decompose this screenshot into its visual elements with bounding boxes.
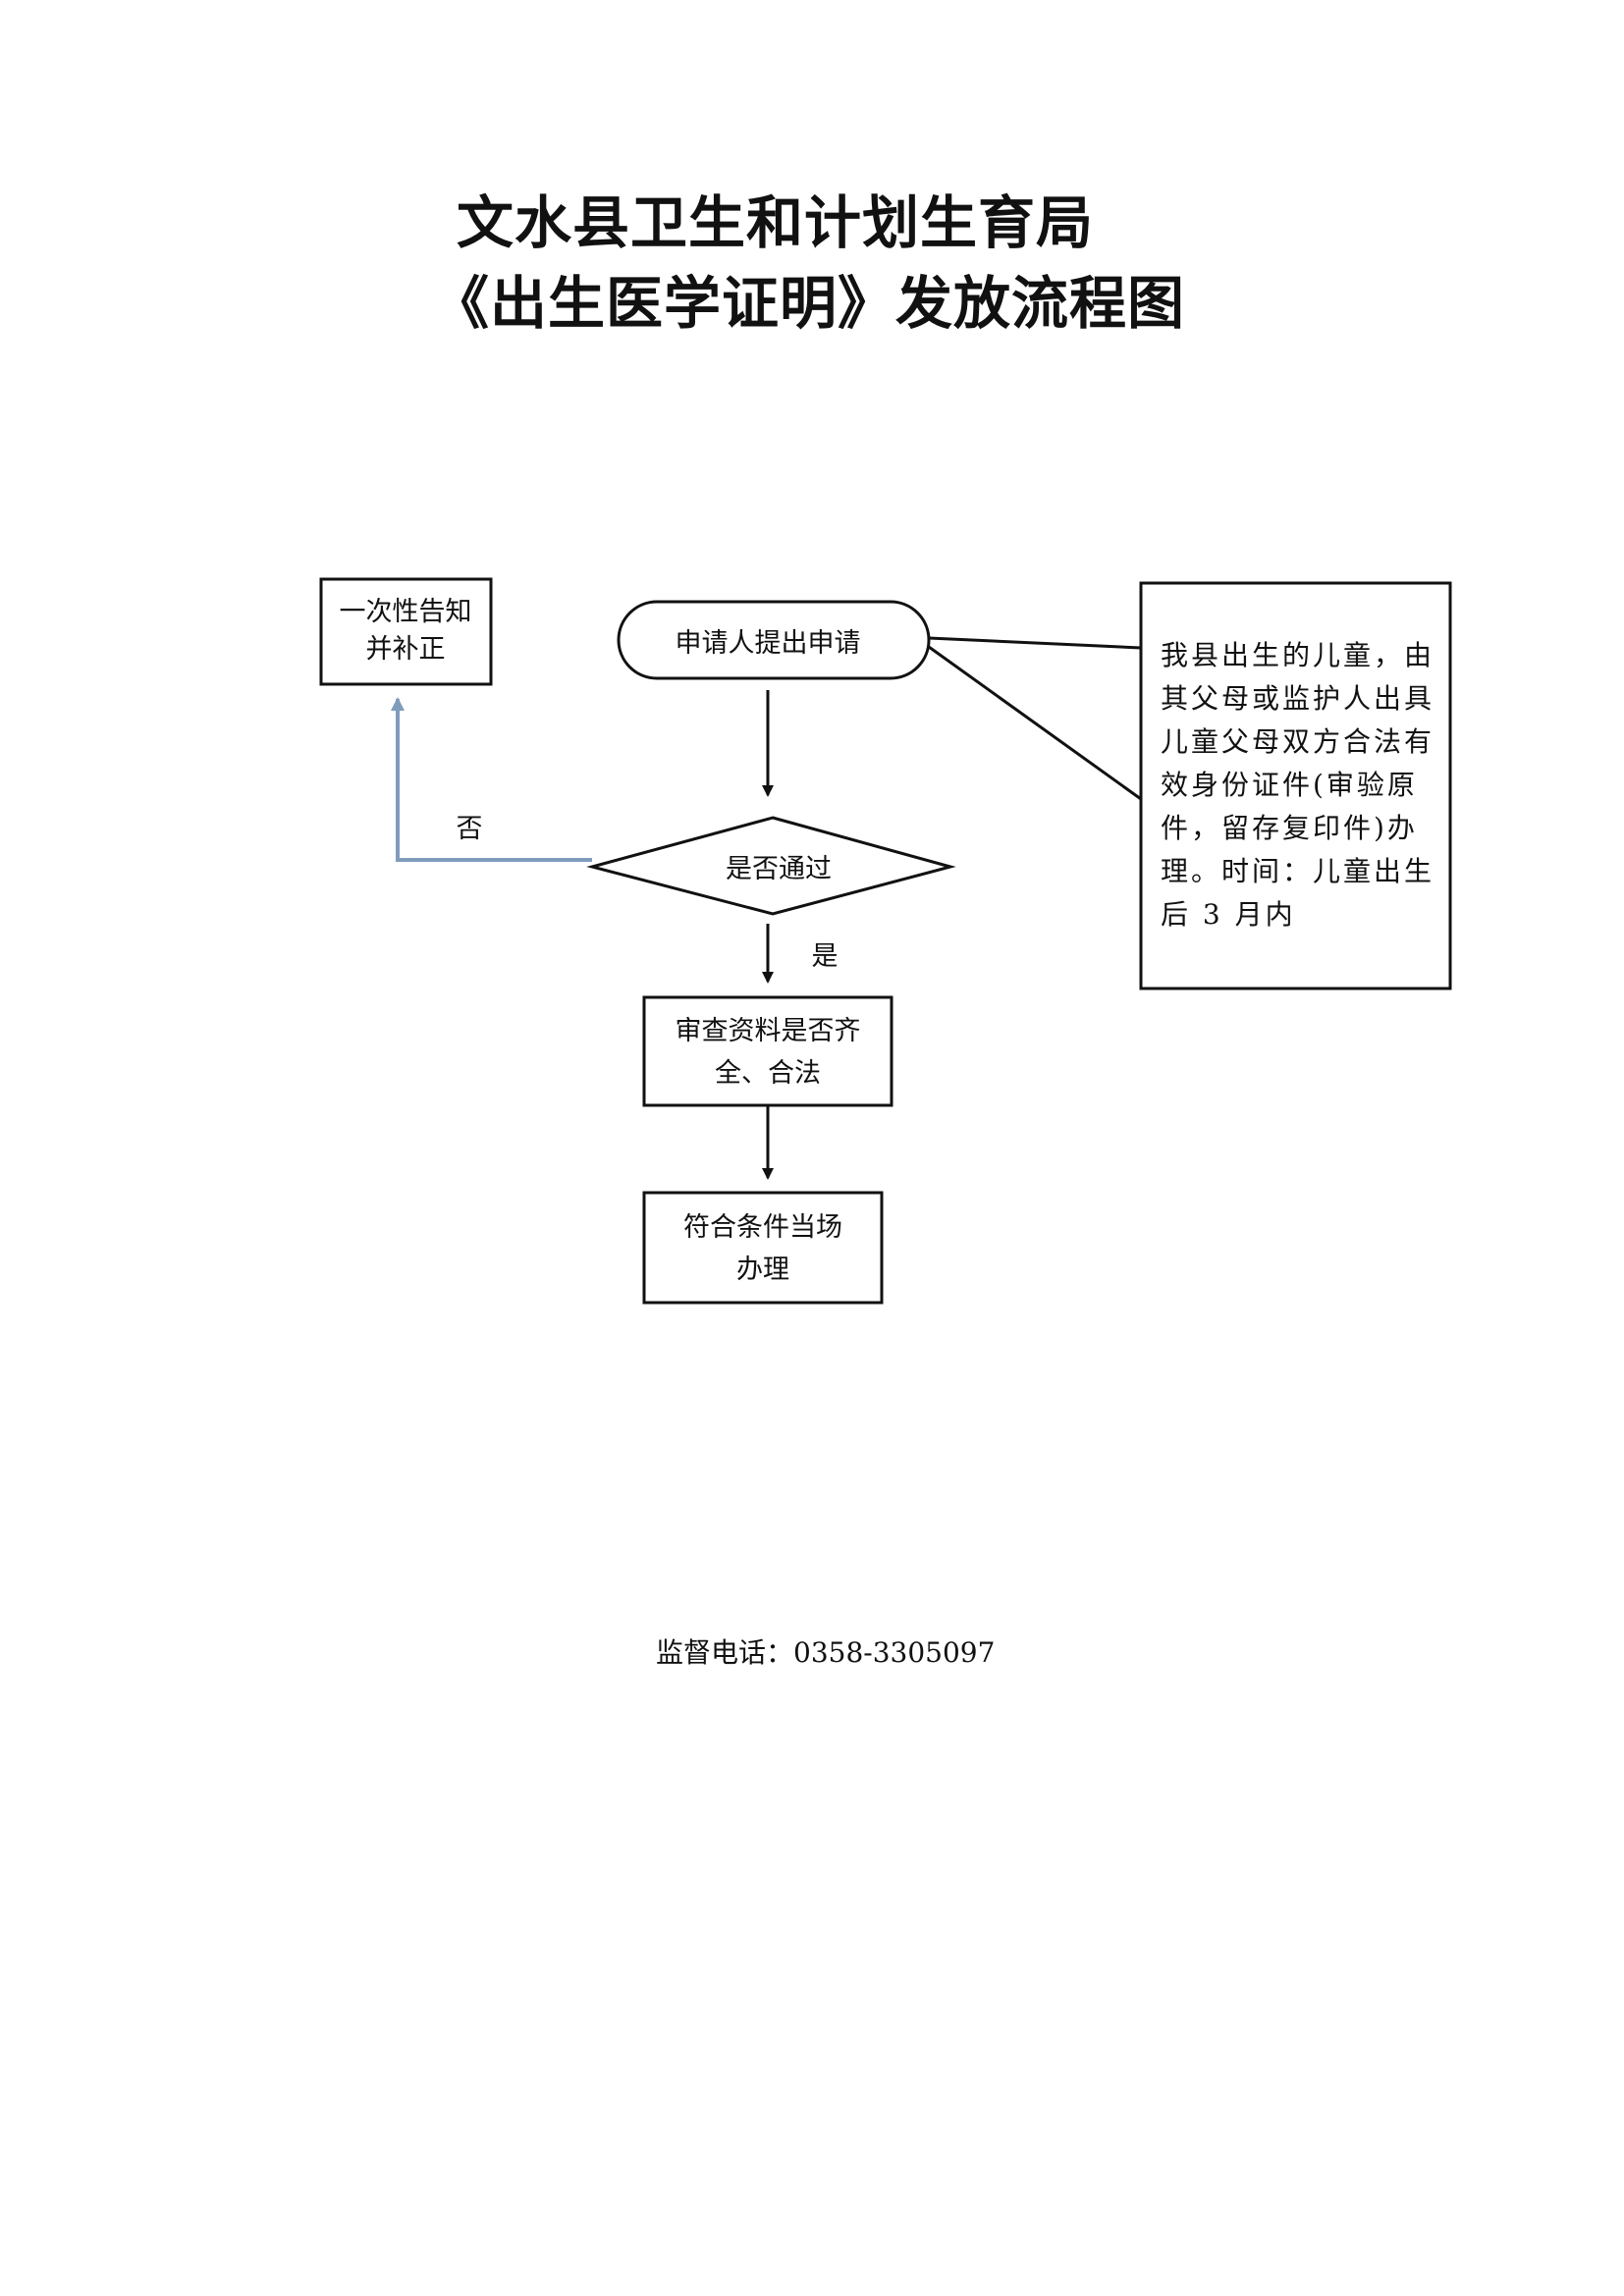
reject-text-2: 并补正 xyxy=(366,634,446,665)
decision-text: 是否通过 xyxy=(726,854,832,884)
arrow-decision-to-reject xyxy=(391,697,592,862)
review-text-1: 审查资料是否齐 xyxy=(676,1016,861,1046)
done-text-2: 办理 xyxy=(736,1255,789,1285)
no-label: 否 xyxy=(457,814,483,844)
note-line: 件，留存复印件)办 xyxy=(1161,812,1418,844)
note-line: 后 3 月内 xyxy=(1161,898,1296,931)
title-line-1: 文水县卫生和计划生育局 xyxy=(457,189,1095,256)
done-text-1: 符合条件当场 xyxy=(683,1212,842,1243)
reject-box xyxy=(319,577,493,686)
reject-text-1: 一次性告知 xyxy=(340,597,472,627)
decision-diamond xyxy=(586,816,956,916)
note-box xyxy=(1139,581,1452,990)
note-line: 我县出生的儿童，由 xyxy=(1161,639,1435,671)
title-line-2: 《出生医学证明》发放流程图 xyxy=(432,270,1186,337)
review-box xyxy=(642,995,893,1107)
review-text-2: 全、合法 xyxy=(715,1058,821,1089)
supervision-phone: 监督电话：0358-3305097 xyxy=(656,1636,996,1669)
callout-line-upper xyxy=(928,636,1142,650)
note-text-block: 我县出生的儿童，由 其父母或监护人出具 儿童父母双方合法有 效身份证件(审验原 … xyxy=(1161,639,1435,931)
yes-label: 是 xyxy=(812,941,839,972)
done-box xyxy=(642,1191,884,1305)
note-line: 理。时间：儿童出生 xyxy=(1161,855,1435,887)
note-line: 儿童父母双方合法有 xyxy=(1161,725,1435,758)
callout-line-lower xyxy=(928,645,1142,801)
start-terminal xyxy=(617,600,931,680)
note-line: 其父母或监护人出具 xyxy=(1161,682,1435,715)
note-line: 效身份证件(审验原 xyxy=(1161,769,1418,801)
start-text: 申请人提出申请 xyxy=(676,628,861,659)
